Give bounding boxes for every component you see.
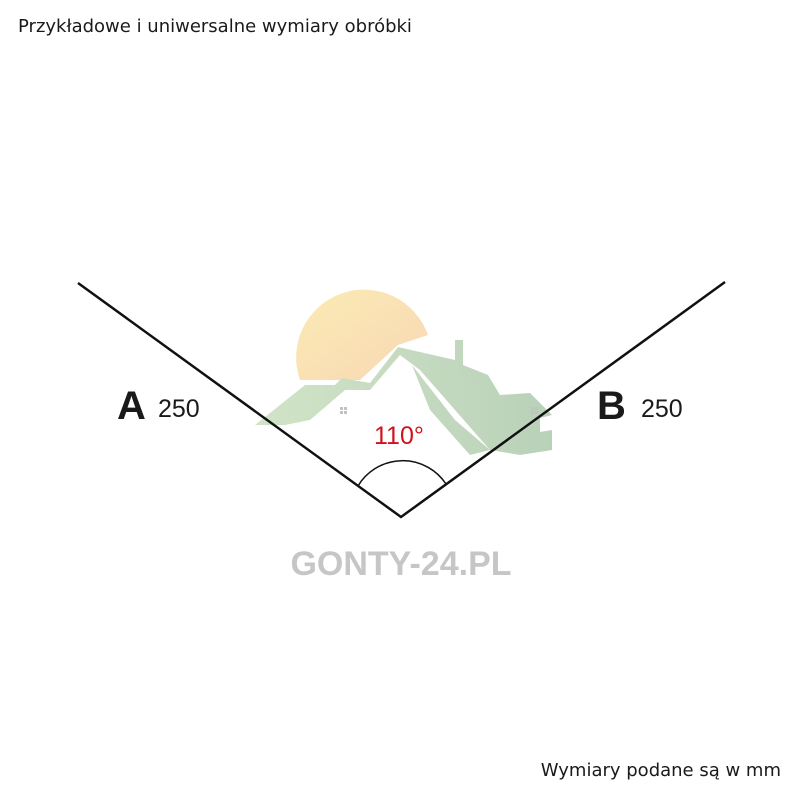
watermark-logo: GONTY-24.PL [255,289,552,583]
units-note: Wymiary podane są w mm [540,760,781,781]
watermark-text: GONTY-24.PL [290,545,511,583]
flashing-profile-line [77,280,726,519]
side-b-letter: B [597,384,626,428]
diagram-title: Przykładowe i uniwersalne wymiary obróbk… [18,16,412,37]
sun-icon [296,289,428,380]
side-a-value: 250 [158,395,200,423]
side-b-value: 250 [641,395,683,423]
roof-icon [255,340,552,455]
angle-label: 110° [374,422,424,450]
side-a-letter: A [117,384,146,428]
angle-arc [357,459,447,487]
window-icon [340,407,538,414]
